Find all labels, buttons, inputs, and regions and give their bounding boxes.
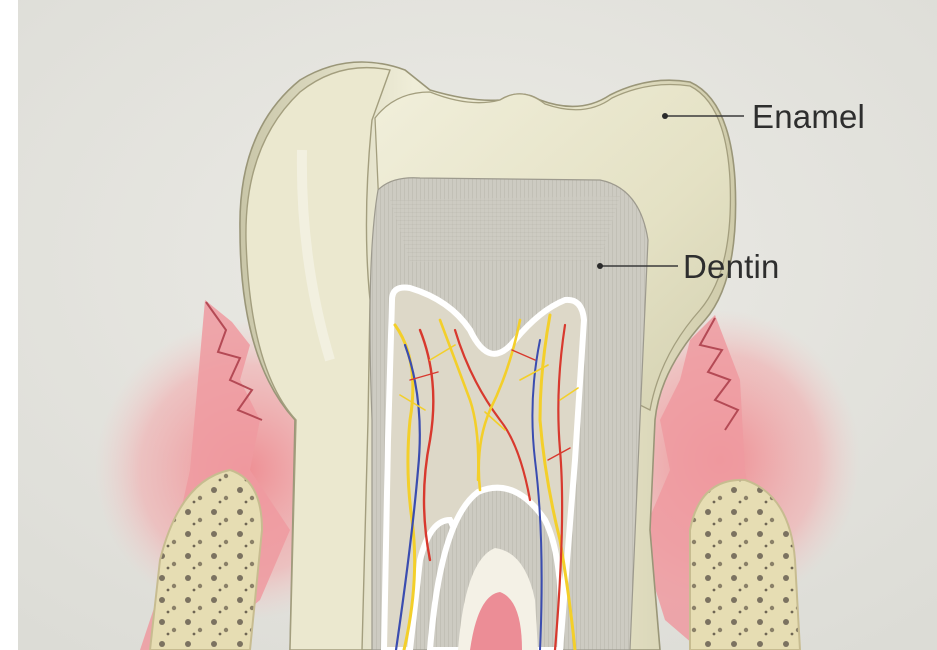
left-margin-strip	[0, 0, 18, 650]
dentin-label: Dentin	[683, 250, 780, 283]
enamel-label: Enamel	[752, 100, 865, 133]
enamel-pointer-dot	[662, 113, 668, 119]
dentin-pointer-dot	[597, 263, 603, 269]
